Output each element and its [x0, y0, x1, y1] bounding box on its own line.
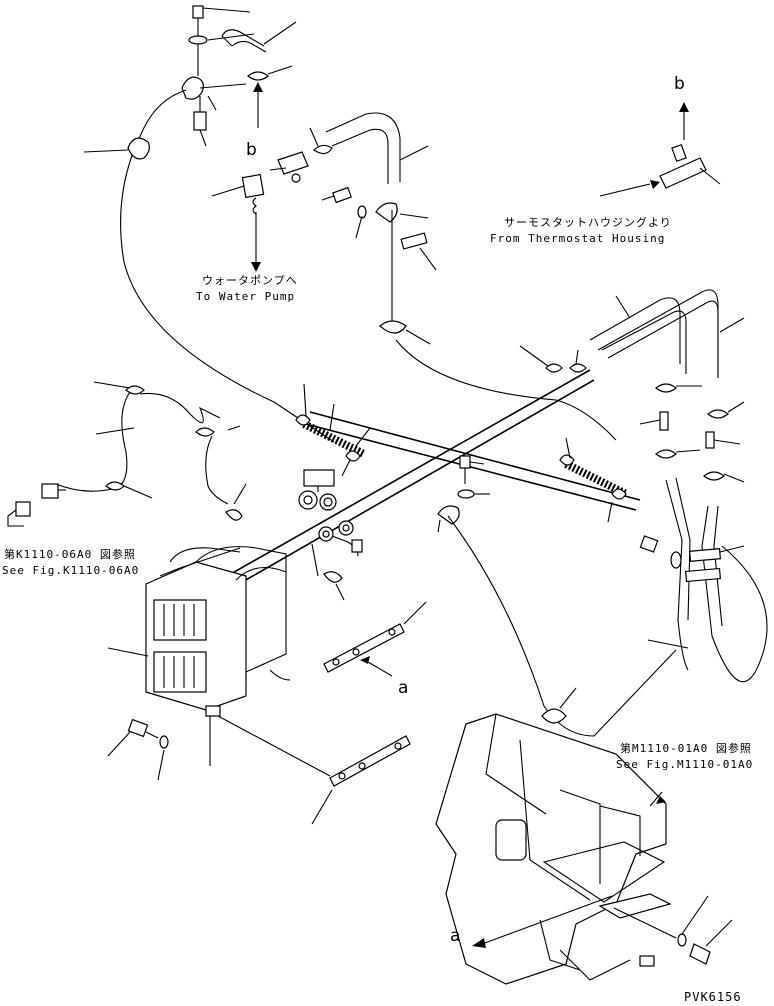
top-hose — [221, 21, 297, 128]
right-hose-bundle — [639, 477, 768, 683]
lower-hose-clip — [541, 708, 567, 724]
corrugated-sleeve-right — [559, 437, 628, 523]
engine-frame — [435, 713, 672, 985]
drawing-number: PVK6156 — [684, 990, 742, 1004]
to-label-jp: ウォータポンプへ — [202, 274, 298, 287]
thermostat-fitting — [269, 151, 309, 183]
see-k-label-en: See Fig.K1110-06A0 — [2, 564, 140, 577]
bracket-lower — [217, 715, 411, 825]
top-bolt-assembly — [181, 5, 255, 147]
middle-hose-line — [395, 339, 617, 441]
ref-b-right: b — [674, 74, 685, 94]
see-m-label-jp: 第M1110-01A0 図参照 — [620, 742, 752, 755]
ref-a-bottom: a — [450, 926, 461, 946]
right-parts-column — [639, 383, 745, 483]
hose-clip — [127, 137, 150, 160]
bracket-upper — [323, 601, 427, 677]
corrugated-sleeve-left — [295, 383, 371, 477]
pipe-grommets — [298, 469, 363, 601]
right-tee-fitting — [599, 102, 721, 197]
bottom-left-bolt — [107, 718, 169, 781]
lower-hose-line — [447, 515, 677, 737]
to-label-en: To Water Pump — [196, 290, 296, 303]
heater-unit — [107, 546, 291, 766]
see-k-label-jp: 第K1110-06A0 図参照 — [4, 548, 136, 561]
upper-bent-pipe — [309, 112, 429, 184]
arrow-a-bottom — [472, 895, 613, 948]
ref-a-mid: a — [398, 678, 409, 698]
left-hose-line — [120, 89, 335, 443]
bottom-right-bolt — [613, 895, 733, 965]
right-bent-pipes — [519, 289, 745, 378]
from-label-jp: サーモスタットハウジングより — [504, 216, 672, 229]
water-pump-connector — [211, 173, 265, 272]
middle-bolt — [437, 455, 490, 533]
from-label-en: From Thermostat Housing — [490, 232, 666, 245]
left-wire-harness — [7, 381, 247, 527]
pipe-clamp-bracket — [321, 186, 437, 345]
ref-b-top: b — [246, 140, 257, 160]
see-m-label-en: See Fig.M1110-01A0 — [616, 758, 754, 771]
main-diagonal-pipe — [191, 369, 641, 605]
